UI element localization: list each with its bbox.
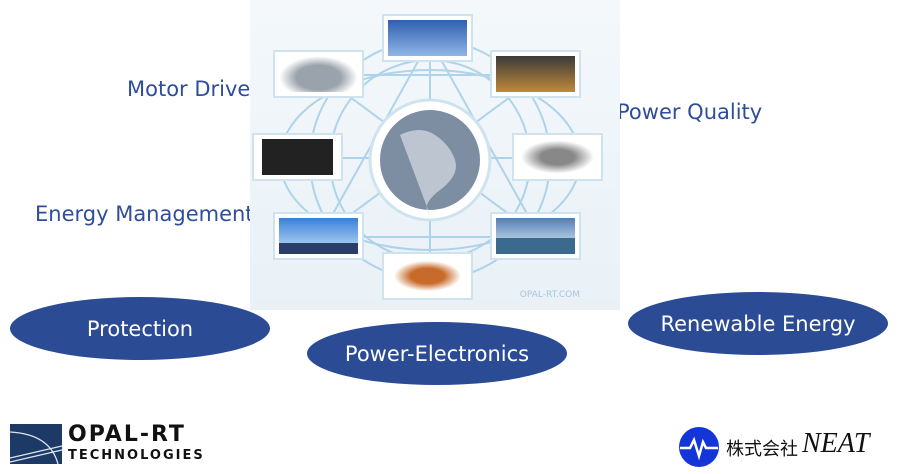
applications-diagram: OPAL-RT.COM <box>250 0 620 310</box>
ellipse-power-electronics: Power-Electronics <box>307 322 567 385</box>
network-lines <box>279 39 581 281</box>
label-motor-drive: Motor Drive <box>127 77 251 101</box>
opal-rt-logo-mark <box>10 424 62 464</box>
label-power-quality: Power Quality <box>617 100 763 124</box>
neat-name: NEAT <box>802 428 870 459</box>
simulator-rack-image <box>252 133 343 181</box>
power-pylons-image <box>490 50 581 98</box>
opal-rt-name: OPAL-RT <box>68 422 186 447</box>
opal-rt-tagline: TECHNOLOGIES <box>68 448 205 463</box>
ship-image <box>490 212 581 260</box>
ellipse-protection: Protection <box>10 297 270 360</box>
wind-solar-image <box>273 212 364 260</box>
neat-japanese-name: 株式会社 <box>726 439 798 460</box>
simulator-workstation-image <box>512 133 603 181</box>
electric-car-image <box>273 50 364 98</box>
label-energy-management: Energy Management <box>35 202 254 226</box>
neat-logo-mark <box>679 427 719 467</box>
neat-logo: 株式会社 NEAT <box>678 426 888 468</box>
airplane-image <box>382 14 473 62</box>
opal-rt-logo: OPAL-RT TECHNOLOGIES <box>10 422 240 464</box>
engine-image <box>382 252 473 300</box>
panel-url: OPAL-RT.COM <box>519 290 580 300</box>
ellipse-renewable-energy: Renewable Energy <box>628 292 888 355</box>
